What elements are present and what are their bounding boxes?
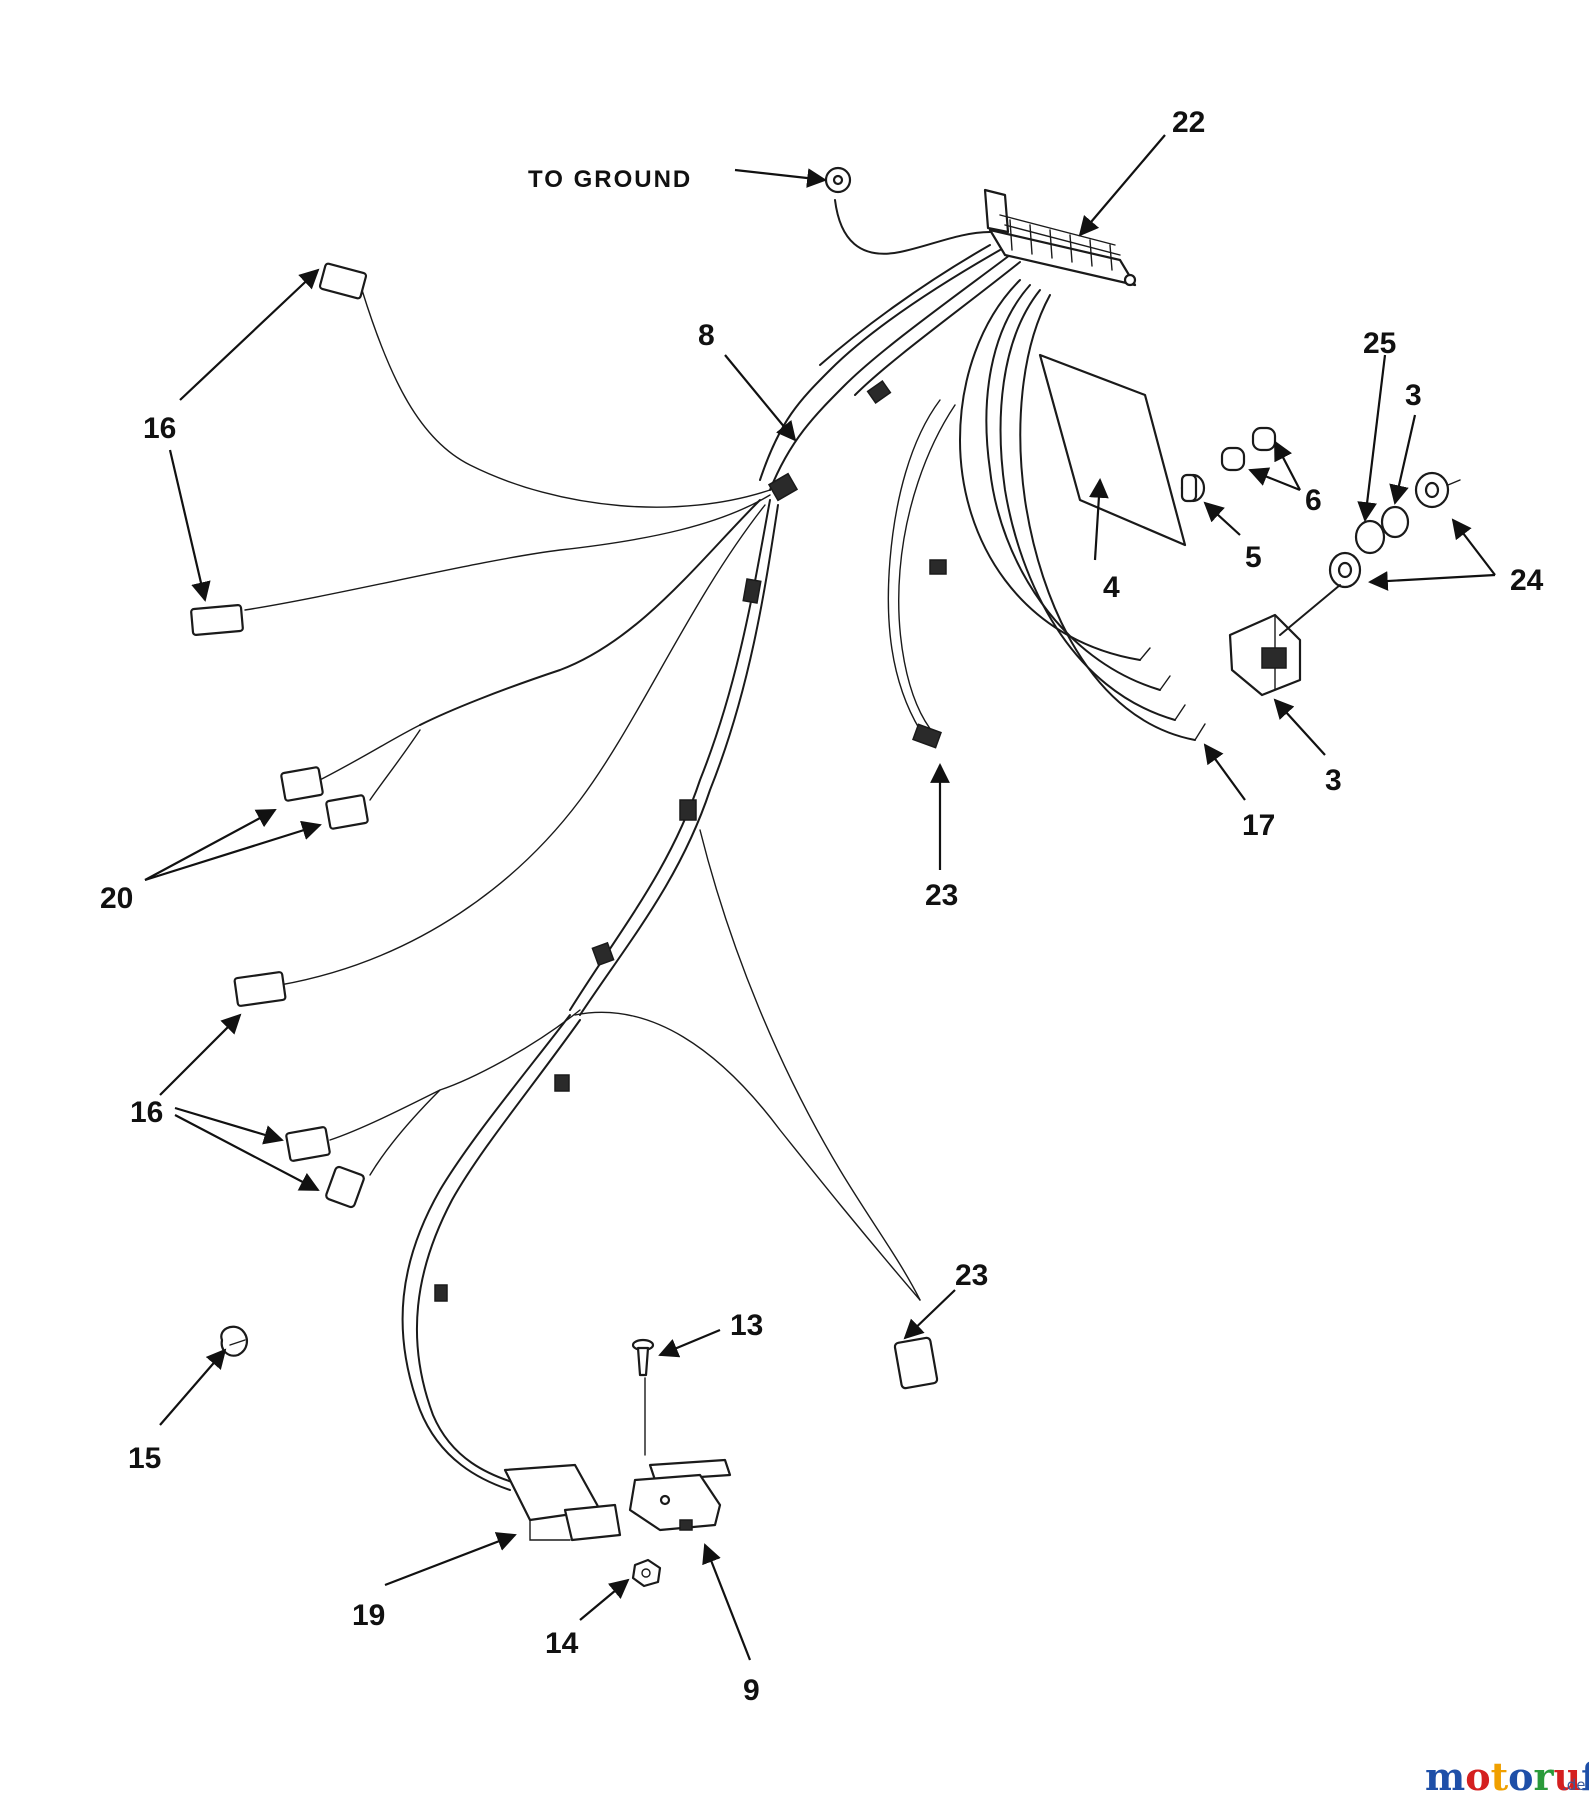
callout-24: 24 — [1510, 564, 1544, 597]
watermark-letter: r — [1534, 1754, 1555, 1799]
connector-16-middle — [233, 971, 287, 1007]
washers-and-nuts — [1328, 471, 1461, 589]
connector-16-top — [318, 262, 368, 300]
connector-20-b — [325, 794, 369, 830]
ground-label: TO GROUND — [528, 166, 692, 193]
connector-23-bottom — [893, 1336, 939, 1390]
svg-text:motoruf: motoruf — [1425, 1754, 1589, 1799]
callout-labels: TO GROUND 22 8 16 25 3 6 4 5 24 3 17 23 … — [100, 106, 1544, 1707]
watermark-letter: u — [1554, 1754, 1582, 1799]
connector-20-a — [280, 766, 324, 802]
callout-15: 15 — [128, 1442, 161, 1475]
callout-4: 4 — [1103, 571, 1120, 604]
callout-17: 17 — [1242, 809, 1275, 842]
harness-tape-bands — [434, 380, 947, 1302]
knob-part-5 — [1180, 473, 1206, 503]
callout-23-middle: 23 — [925, 879, 958, 912]
callout-23-bottom: 23 — [955, 1259, 988, 1292]
watermark-letter: f — [1581, 1754, 1589, 1799]
terminal-block-part-22 — [983, 188, 1137, 287]
callout-20: 20 — [100, 882, 133, 915]
connector-16-bottom-b — [325, 1165, 365, 1209]
callout-3-top: 3 — [1405, 379, 1422, 412]
ground-ring-terminal — [824, 166, 852, 194]
callout-22: 22 — [1172, 106, 1205, 139]
leader-lines — [144, 134, 1496, 1661]
connector-16-left — [190, 604, 244, 636]
connector-part-19 — [503, 1463, 622, 1542]
motoruf-watermark-logo: motoruf .de — [1425, 1754, 1589, 1799]
screw-part-13 — [631, 1338, 655, 1456]
callout-8: 8 — [698, 319, 715, 352]
wire-ends-part-17 — [1139, 647, 1206, 741]
switch-part-9 — [628, 1458, 732, 1532]
panel-part-4 — [1038, 353, 1187, 547]
toggle-switch-part-3 — [1228, 584, 1341, 697]
watermark-letter: m — [1425, 1754, 1465, 1799]
callout-16-top: 16 — [143, 412, 176, 445]
callout-3-bottom: 3 — [1325, 764, 1342, 797]
connector-16-bottom-a — [285, 1126, 331, 1162]
callout-19: 19 — [352, 1599, 385, 1632]
nut-part-14 — [631, 1558, 662, 1588]
callout-9: 9 — [743, 1674, 760, 1707]
connector-23-middle — [912, 723, 942, 749]
watermark-letter: o — [1465, 1754, 1490, 1799]
callout-14: 14 — [545, 1627, 579, 1660]
callout-13: 13 — [730, 1309, 763, 1342]
callout-25: 25 — [1363, 327, 1396, 360]
watermark-suffix: .de — [1562, 1776, 1586, 1794]
callout-5: 5 — [1245, 541, 1262, 574]
watermark-letter: t — [1491, 1754, 1509, 1799]
harness-wires — [244, 199, 1196, 1491]
knob-part-6 — [1220, 426, 1277, 472]
callout-16-bottom: 16 — [130, 1096, 163, 1129]
callout-6: 6 — [1305, 484, 1322, 517]
watermark-letter: o — [1508, 1754, 1533, 1799]
